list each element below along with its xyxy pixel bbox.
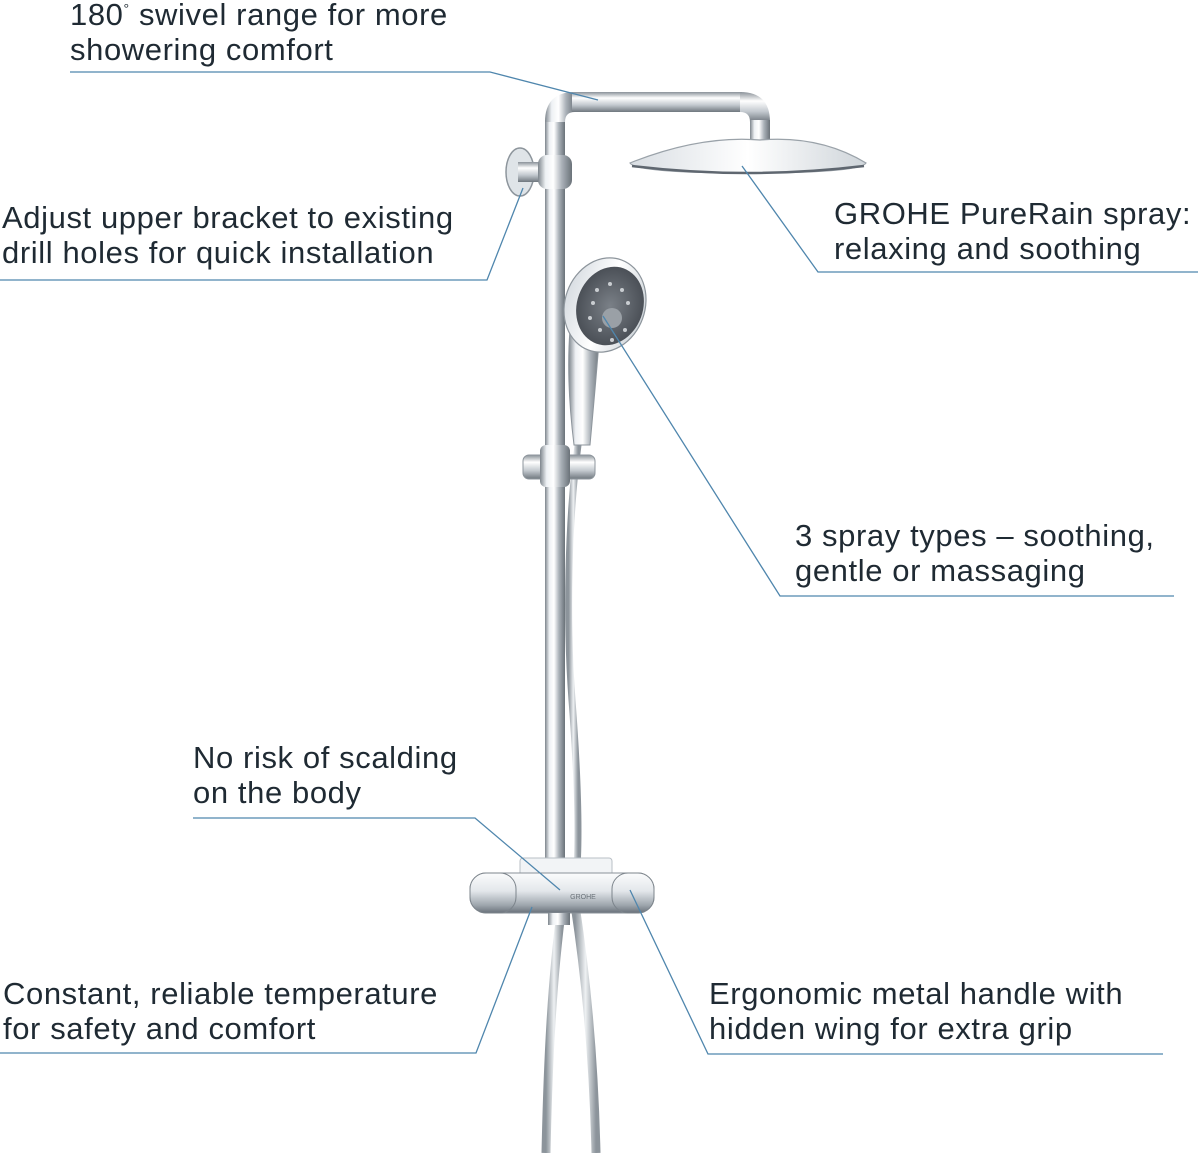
- leader-spray-types: [602, 315, 1174, 597]
- callout-purerain-line2: relaxing and soothing: [834, 231, 1142, 266]
- leader-swivel: [70, 71, 599, 101]
- callout-scalding-line2: on the body: [193, 775, 362, 810]
- shower-system: GROHE: [469, 92, 867, 1153]
- callout-handle-line1: Ergonomic metal handle with: [709, 976, 1124, 1011]
- callout-swivel-line1: 180° swivel range for more: [70, 0, 448, 32]
- arm-elbow: [740, 92, 770, 122]
- shower-hose: [541, 904, 567, 1153]
- callout-bracket-line2: drill holes for quick installation: [2, 235, 435, 270]
- callout-purerain-line1: GROHE PureRain spray:: [834, 196, 1192, 231]
- sliding-bracket: [522, 445, 596, 487]
- hand-shower: [563, 257, 647, 446]
- riser-elbow: [545, 92, 575, 122]
- callout-spray-types: 3 spray types – soothing, gentle or mass…: [795, 518, 1155, 588]
- thermostat-logo: GROHE: [570, 894, 596, 901]
- callout-handle-line2: hidden wing for extra grip: [709, 1011, 1073, 1046]
- callout-swivel-line2: showering comfort: [70, 32, 334, 67]
- callout-spray-types-line2: gentle or massaging: [795, 553, 1086, 588]
- leader-temperature: [0, 906, 533, 1054]
- leader-bracket: [0, 187, 524, 281]
- leader-purerain: [741, 165, 1198, 273]
- callout-temperature-line1: Constant, reliable temperature: [3, 976, 439, 1011]
- callout-swivel: 180° swivel range for more showering com…: [70, 0, 448, 67]
- callout-temperature-line2: for safety and comfort: [3, 1011, 316, 1046]
- callout-bracket: Adjust upper bracket to existing drill h…: [2, 200, 454, 270]
- callout-spray-types-line1: 3 spray types – soothing,: [795, 518, 1155, 553]
- callout-temperature: Constant, reliable temperature for safet…: [3, 976, 438, 1046]
- leader-scalding: [193, 817, 561, 891]
- thermostat-mixer: GROHE: [469, 857, 655, 925]
- shower-hose-loop: [570, 904, 601, 1153]
- leader-handle: [629, 889, 1163, 1055]
- overhead-shower-head: [629, 138, 867, 175]
- top-arm: [572, 92, 742, 112]
- upper-wall-bracket: [505, 147, 572, 197]
- leader-lines: [0, 71, 1198, 1055]
- callout-handle: Ergonomic metal handle with hidden wing …: [709, 976, 1123, 1046]
- callout-scalding-line1: No risk of scalding: [193, 740, 458, 775]
- callout-purerain: GROHE PureRain spray: relaxing and sooth…: [834, 196, 1191, 266]
- callout-scalding: No risk of scalding on the body: [193, 740, 458, 810]
- handshower-hose: [565, 444, 582, 881]
- riser-pipe: [545, 120, 565, 880]
- callout-bracket-line1: Adjust upper bracket to existing: [2, 200, 454, 235]
